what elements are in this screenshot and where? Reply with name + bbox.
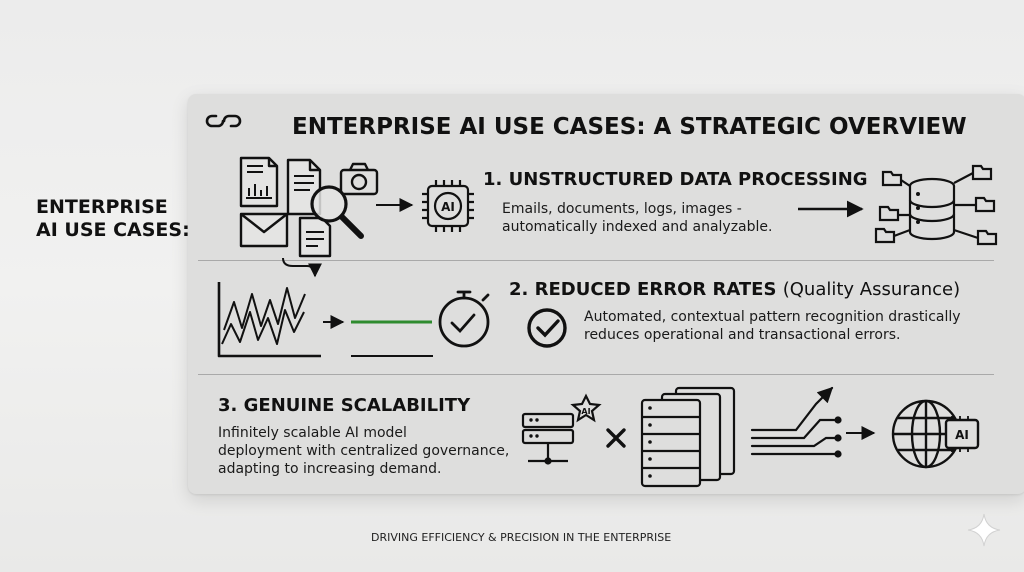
multiply-icon [606,428,626,448]
section-2-body: Automated, contextual pattern recognitio… [584,308,961,344]
envelope-icon [239,212,289,248]
database-network-icon [874,164,998,246]
stopwatch-icon [438,290,490,348]
side-title-line-2: AI USE CASES: [36,219,190,241]
side-title: ENTERPRISE AI USE CASES: [36,196,190,242]
merge-connector [282,257,322,278]
overview-card [188,94,1024,494]
divider-1 [198,260,994,261]
globe-ai-label: AI [955,428,969,442]
document-small-icon [298,216,332,258]
growth-lines-icon [750,386,842,458]
sparkle-icon [967,513,1001,547]
document-chart-icon [239,156,279,208]
side-title-line-1: ENTERPRISE [36,196,168,218]
checkmark-icon [527,308,567,348]
section-3-body: Infinitely scalable AI model deployment … [218,424,509,478]
divider-2 [198,374,994,375]
section-2-heading-main: 2. REDUCED ERROR RATES [509,279,777,300]
section-3-body-line-3: adapting to increasing demand. [218,461,442,477]
camera-icon [339,162,379,196]
section-2-body-line-2: reduces operational and transactional er… [584,327,901,343]
section-3-heading: 3. GENUINE SCALABILITY [218,395,471,416]
section-1-heading: 1. UNSTRUCTURED DATA PROCESSING [483,169,868,190]
star-ai-label: AI [581,407,590,416]
section-1-body-line-2: automatically indexed and analyzable. [502,219,773,235]
section-2-heading: 2. REDUCED ERROR RATES (Quality Assuranc… [509,279,960,301]
section-3-body-line-2: deployment with centralized governance, [218,443,510,459]
section-2-heading-sub: (Quality Assurance) [782,279,961,300]
magnifier-icon [310,185,364,239]
ai-globe-icon: AI [891,399,980,469]
main-title: ENTERPRISE AI USE CASES: A STRATEGIC OVE… [292,114,967,140]
server-stack-icon [640,386,736,488]
section-1-body: Emails, documents, logs, images - automa… [502,200,772,236]
noisy-chart-icon [217,282,321,358]
section-3-body-line-1: Infinitely scalable AI model [218,425,407,441]
section-1-body-line-1: Emails, documents, logs, images - [502,201,742,217]
ai-chip-icon: AI [422,180,474,232]
footer-tagline: DRIVING EFFICIENCY & PRECISION IN THE EN… [371,531,672,544]
section-2-body-line-1: Automated, contextual pattern recognitio… [584,309,961,325]
chip-ai-label: AI [441,200,455,214]
ai-server-icon: AI [521,393,602,465]
link-icon [205,114,242,128]
